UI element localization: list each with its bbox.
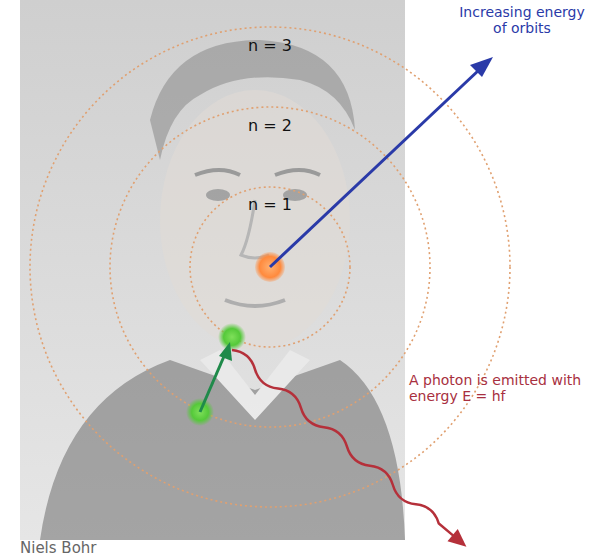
orbit-label: n = 3 [235,37,305,55]
caption: Niels Bohr [20,540,320,557]
electron [218,323,246,351]
orbit-label: n = 2 [235,117,305,135]
orbit-circles [30,27,510,507]
energy-arrow [270,57,493,267]
orbit-label: n = 1 [235,196,305,214]
axis-label: Increasing energy of orbits [455,4,589,36]
photon-label: A photon is emitted with energy E = hf [409,372,589,404]
portrait-photo [20,0,405,540]
transition-arrow [200,342,232,412]
